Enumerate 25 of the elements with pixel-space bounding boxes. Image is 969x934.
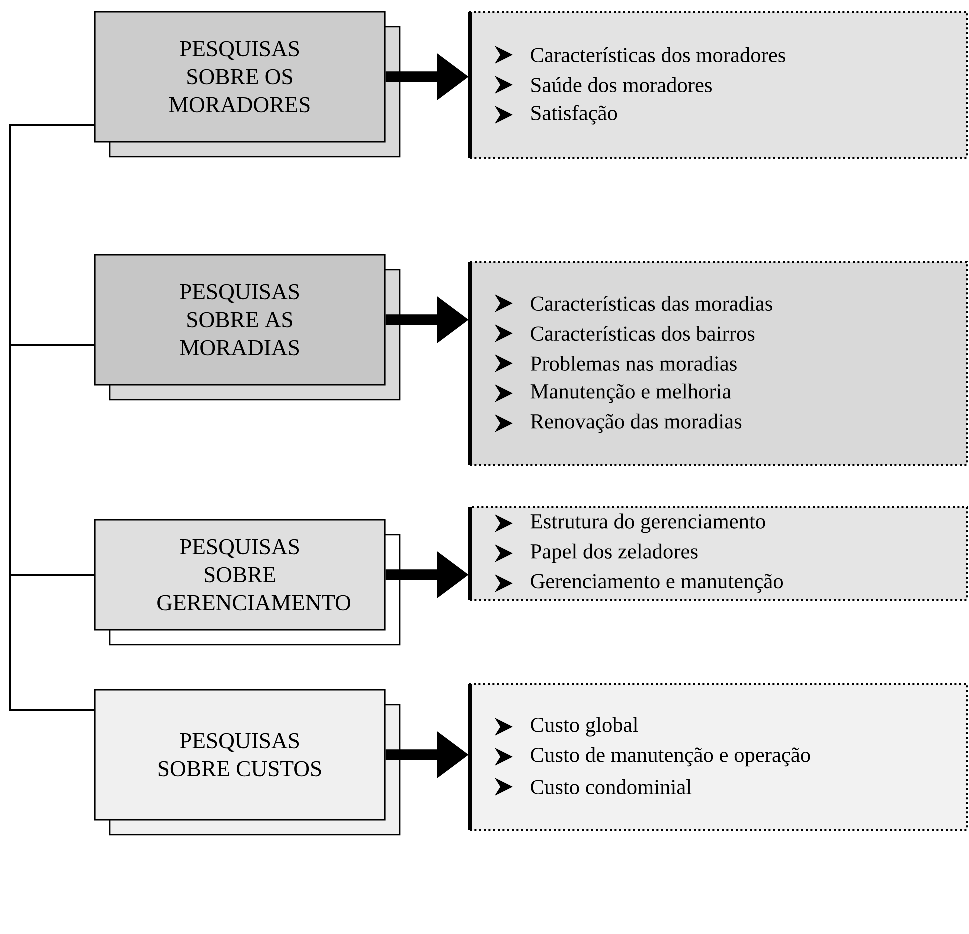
list-item: Problemas nas moradias	[530, 356, 737, 371]
list-item: Custo de manutenção e operação	[531, 747, 810, 767]
list-box	[468, 11, 968, 159]
list-box	[468, 683, 968, 831]
list-item: Características dos bairros	[531, 326, 755, 342]
list-item: Custo global	[531, 717, 638, 737]
list-item: Renovação das moradias	[530, 414, 742, 434]
connector-line	[9, 574, 94, 711]
category-box: PESQUISAS SOBRE AS MORADIAS	[94, 254, 401, 401]
list-item: Características dos moradores	[531, 47, 786, 63]
connector-line	[9, 124, 94, 346]
list-box	[468, 506, 968, 601]
list-item: Características das moradias	[531, 296, 772, 312]
list-item: Estrutura do gerenciamento	[530, 514, 766, 534]
list-item: Gerenciamento e manutenção	[531, 574, 783, 593]
category-box: PESQUISAS SOBRE CUSTOS	[94, 689, 401, 836]
list-item: Manutenção e melhoria	[530, 384, 732, 404]
category-box: PESQUISAS SOBRE GERENCIAMENTO	[94, 519, 401, 646]
category-box: PESQUISAS SOBRE OS MORADORES	[94, 11, 401, 158]
list-item: Papel dos zeladores	[530, 544, 698, 564]
connector-line	[9, 344, 94, 576]
list-item: Custo condominial	[531, 780, 692, 795]
list-item: Satisfação	[532, 105, 618, 125]
list-item: Saúde dos moradores	[532, 77, 712, 93]
list-box	[468, 261, 968, 466]
